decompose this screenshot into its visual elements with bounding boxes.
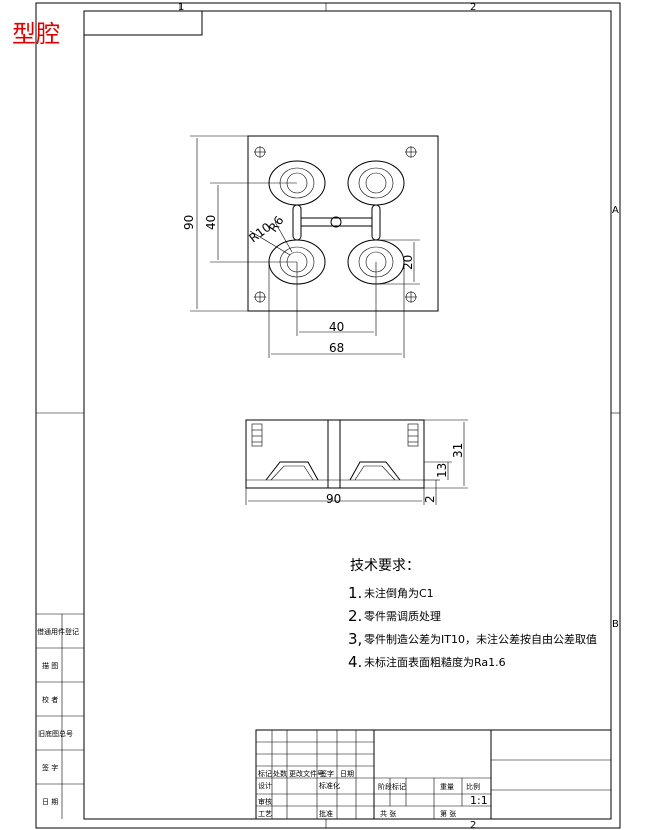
tb-label: 审核 bbox=[258, 797, 272, 806]
side-panel-label: 日 期 bbox=[42, 798, 58, 806]
dim-side-90: 90 bbox=[326, 492, 341, 506]
screw-hole bbox=[254, 291, 266, 303]
technical-requirements: 技术要求： 1. 未注倒角为C1 2. 零件需调质处理 3, 零件制造公差为IT… bbox=[348, 558, 597, 671]
dim-2: 2 bbox=[423, 495, 437, 503]
screw-hole bbox=[405, 291, 417, 303]
dim-68: 68 bbox=[329, 341, 344, 355]
tb-label: 标记 bbox=[258, 769, 272, 778]
tb-label: 第 张 bbox=[440, 809, 456, 818]
requirement-text: 零件制造公差为IT10，未注公差按自由公差取值 bbox=[364, 632, 597, 646]
drawing-title: 型腔 bbox=[12, 20, 60, 48]
dim-20: 20 bbox=[401, 255, 415, 270]
zone-label-1: 1 bbox=[178, 2, 184, 13]
dimension-lines bbox=[190, 135, 420, 358]
requirement-text: 未标注面表面粗糙度为Ra1.6 bbox=[364, 655, 506, 669]
side-panel-label: 校 者 bbox=[42, 695, 58, 704]
requirement-number: 3, bbox=[348, 630, 362, 648]
dim-90-vertical: 90 bbox=[182, 215, 196, 230]
side-panel-label: 描 图 bbox=[42, 661, 58, 670]
side-panel-label: 签 字 bbox=[42, 763, 58, 772]
zone-label-2: 2 bbox=[470, 2, 476, 13]
tb-label: 工艺 bbox=[258, 810, 272, 818]
requirement-number: 2. bbox=[348, 607, 362, 625]
requirement-number: 4. bbox=[348, 653, 362, 671]
tb-label: 处数 bbox=[273, 769, 287, 778]
tb-label: 阶段标记 bbox=[378, 782, 406, 791]
requirements-heading: 技术要求： bbox=[350, 558, 420, 574]
outer-frame bbox=[35, 2, 621, 829]
dim-31: 31 bbox=[451, 443, 465, 458]
dim-40-vertical: 40 bbox=[204, 215, 218, 230]
side-panel: 借通用件登记 描 图 校 者 旧底图总号 签 字 日 期 bbox=[36, 613, 84, 819]
tb-label: 重量 bbox=[440, 783, 454, 791]
tb-label: 日期 bbox=[340, 770, 354, 778]
zone-label-a: A bbox=[612, 205, 619, 216]
screw-hole bbox=[405, 146, 417, 158]
side-view: 90 31 13 2 bbox=[245, 419, 468, 506]
tb-label: 更改文件号 bbox=[289, 769, 324, 778]
scale-value: 1:1 bbox=[470, 794, 488, 807]
top-view: 90 40 R10 R6 20 40 68 bbox=[182, 135, 439, 358]
zone-label-b: B bbox=[612, 619, 619, 630]
requirement-text: 未注倒角为C1 bbox=[364, 586, 434, 600]
top-left-box bbox=[83, 10, 203, 36]
tb-label: 比例 bbox=[466, 782, 480, 791]
side-panel-label: 借通用件登记 bbox=[37, 627, 79, 636]
dim-13: 13 bbox=[435, 463, 449, 478]
runner bbox=[292, 204, 381, 241]
inner-frame bbox=[83, 10, 612, 820]
tb-label: 签字 bbox=[320, 769, 334, 778]
requirement-text: 零件需调质处理 bbox=[364, 610, 441, 623]
title-block: 标记 处数 更改文件号 签字 日期 设计 标准化 审核 工艺 批准 阶段标记 重… bbox=[255, 729, 612, 820]
tb-label: 批准 bbox=[319, 809, 333, 818]
dim-40-horizontal: 40 bbox=[329, 320, 344, 334]
zone-label-2-bottom: 2 bbox=[470, 820, 476, 830]
side-panel-label: 旧底图总号 bbox=[38, 729, 73, 738]
tb-label: 标准化 bbox=[319, 781, 340, 790]
screw-hole bbox=[254, 146, 266, 158]
cavity bbox=[347, 160, 405, 206]
tb-label: 设计 bbox=[258, 781, 272, 790]
requirement-number: 1. bbox=[348, 584, 362, 602]
tb-label: 共 张 bbox=[380, 809, 396, 818]
